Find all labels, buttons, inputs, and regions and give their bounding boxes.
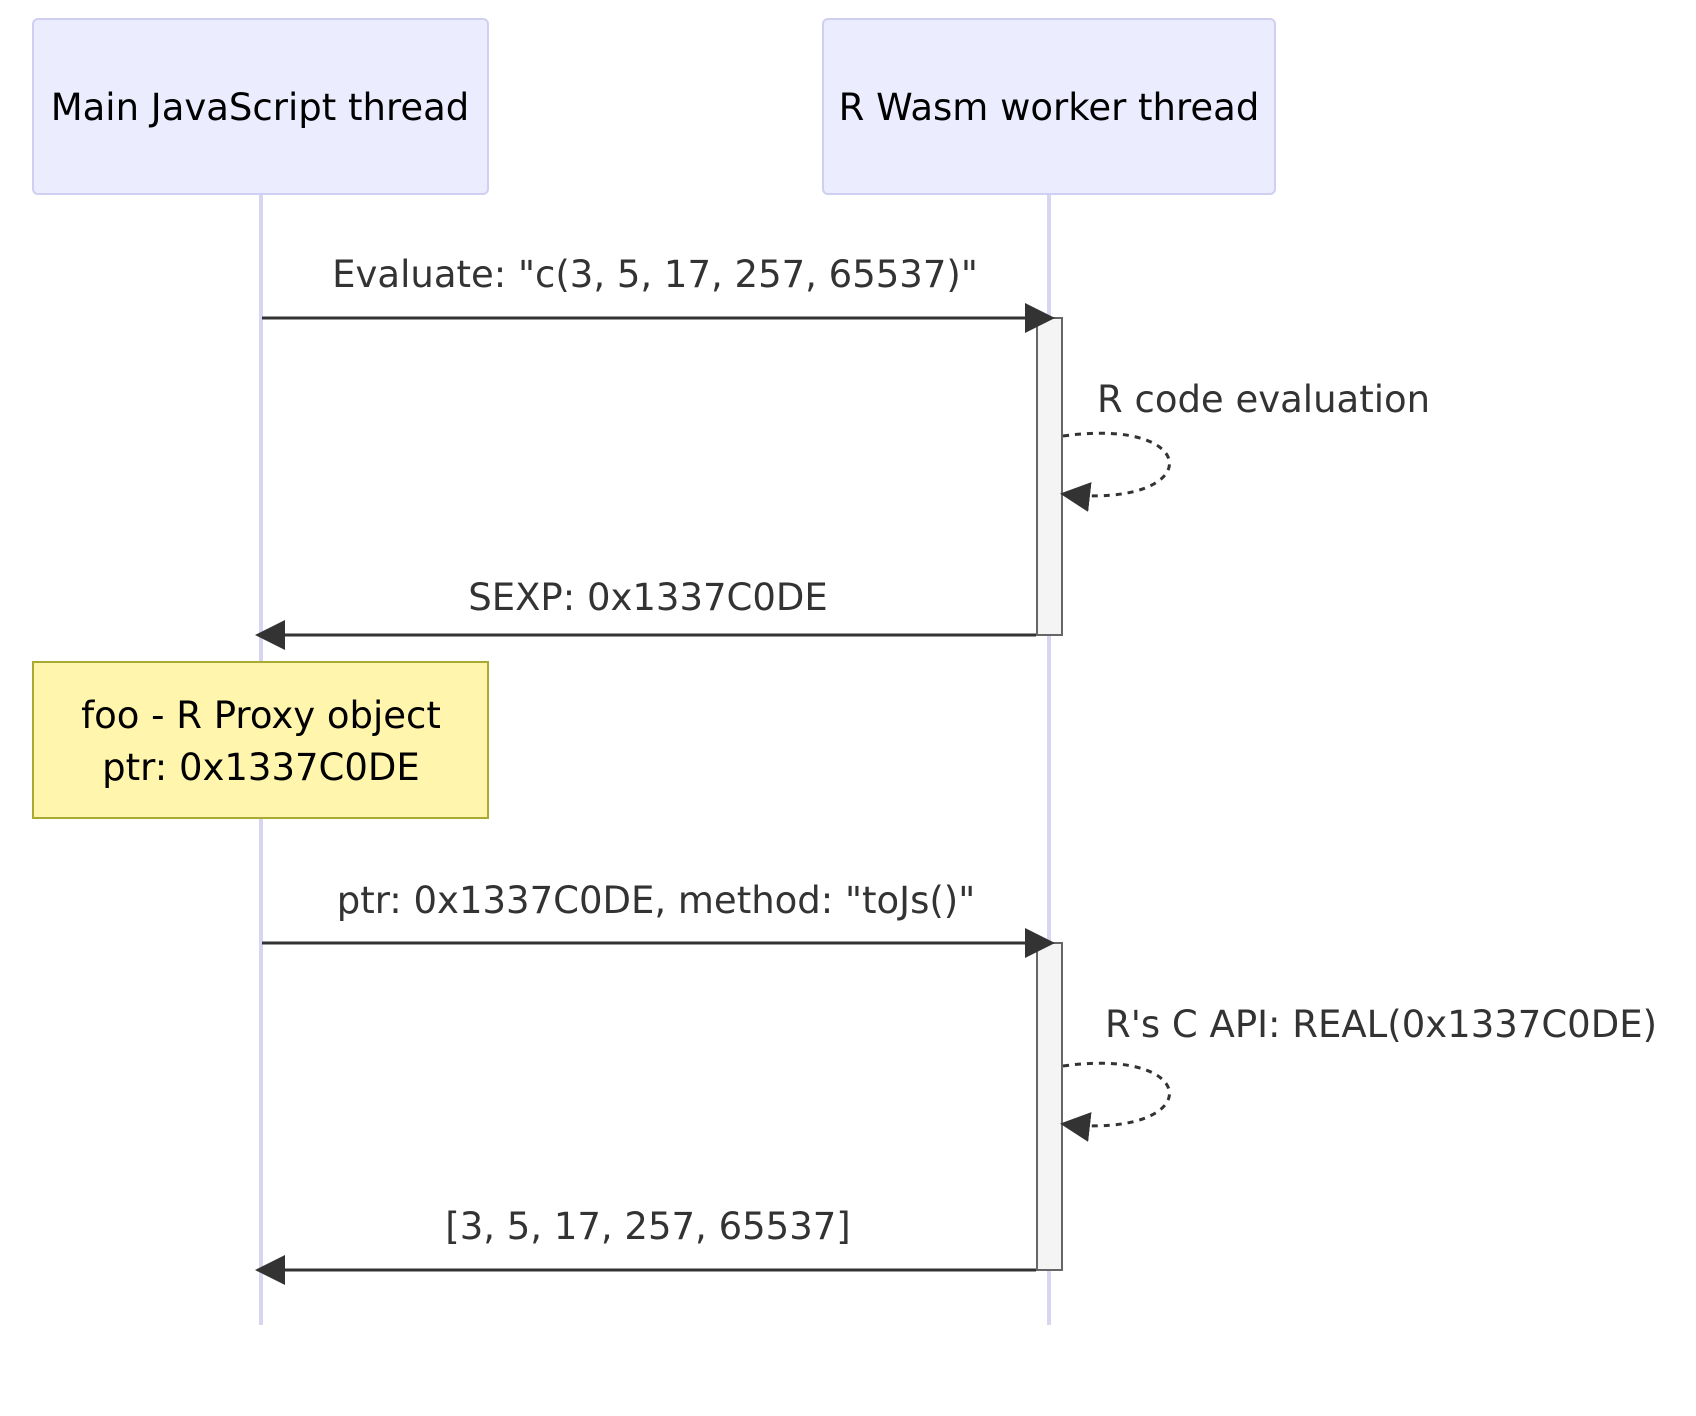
message-tojs-call-label: ptr: 0x1337C0DE, method: "toJs()" <box>337 879 976 922</box>
message-evaluate-label: Evaluate: "c(3, 5, 17, 257, 65537)" <box>332 253 978 296</box>
message-tojs-call: ptr: 0x1337C0DE, method: "toJs()" <box>262 879 1055 958</box>
message-array-return: [3, 5, 17, 257, 65537] <box>255 1205 1036 1285</box>
participant-main-thread: Main JavaScript thread <box>32 18 489 195</box>
participant-worker-thread: R Wasm worker thread <box>822 18 1276 195</box>
message-sexp-return-label: SEXP: 0x1337C0DE <box>468 576 828 619</box>
message-sexp-return: SEXP: 0x1337C0DE <box>255 576 1036 650</box>
self-message-r-code-evaluation-label: R code evaluation <box>1097 378 1430 421</box>
note-proxy-object: foo - R Proxy object ptr: 0x1337C0DE <box>32 661 489 819</box>
self-message-r-code-evaluation: R code evaluation <box>1060 378 1430 512</box>
participant-main-thread-label: Main JavaScript thread <box>51 86 470 129</box>
self-message-c-api-label: R's C API: REAL(0x1337C0DE) <box>1105 1003 1657 1046</box>
note-line-2: ptr: 0x1337C0DE <box>102 746 420 789</box>
note-line-1: foo - R Proxy object <box>81 694 441 737</box>
participant-worker-thread-label: R Wasm worker thread <box>839 86 1260 129</box>
activation-bar-tojs <box>1036 942 1063 1271</box>
message-evaluate: Evaluate: "c(3, 5, 17, 257, 65537)" <box>262 253 1055 333</box>
message-array-return-label: [3, 5, 17, 257, 65537] <box>445 1205 850 1248</box>
activation-bar-evaluate <box>1036 317 1063 636</box>
self-message-c-api: R's C API: REAL(0x1337C0DE) <box>1060 1003 1657 1142</box>
